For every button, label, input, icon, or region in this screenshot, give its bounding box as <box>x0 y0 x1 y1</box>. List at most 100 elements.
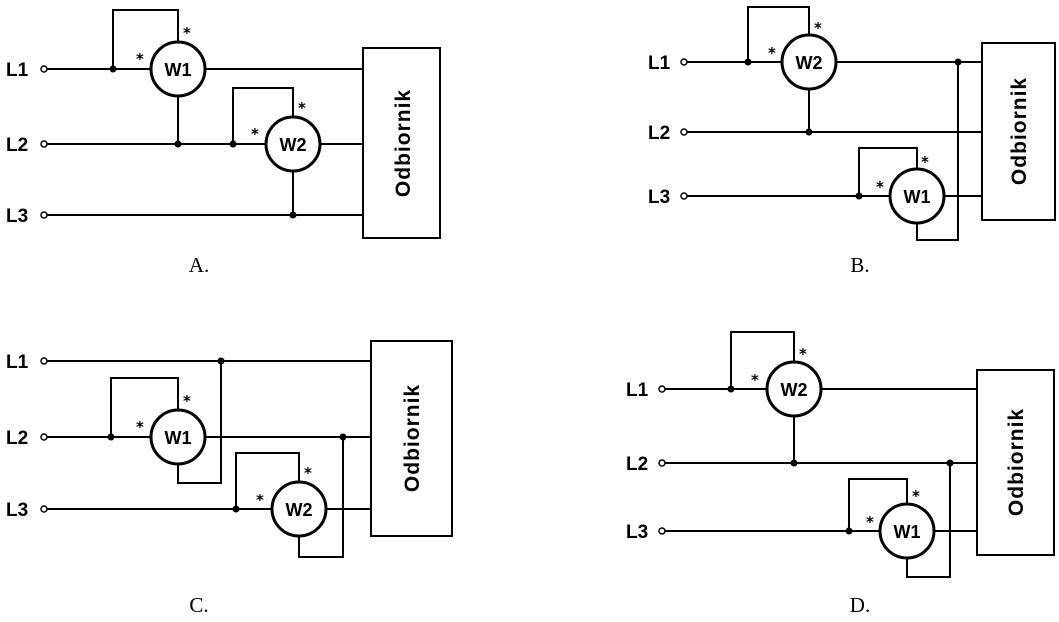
wattmeter-w2 <box>264 115 322 173</box>
load-label: Odbiornik <box>1008 77 1031 185</box>
wattmeter-w2-label: W2 <box>286 500 313 520</box>
wattmeter-w2 <box>765 360 823 418</box>
terminal <box>658 459 666 467</box>
polarity-mark: * <box>136 50 144 68</box>
polarity-mark: * <box>304 464 312 482</box>
wattmeter-w1-label: W1 <box>904 187 931 207</box>
wattmeter-w1 <box>878 502 936 560</box>
terminal <box>40 211 48 219</box>
panel-c: L1 L2 L3 W1 * * W2 * * Odbiornik C. <box>6 340 453 617</box>
line-label-l1: L1 <box>648 53 671 74</box>
panel-b: L1 L2 L3 W2 * * W1 * * Odbiornik B. <box>648 6 1056 277</box>
junction-dot <box>744 58 752 66</box>
line-label-l2: L2 <box>648 123 670 144</box>
load-label: Odbiornik <box>401 384 424 492</box>
terminal <box>40 357 48 365</box>
junction-dot <box>790 459 798 467</box>
voltage-loop-w1 <box>848 478 908 531</box>
line-label-l1: L1 <box>6 60 29 81</box>
polarity-mark: * <box>298 99 306 117</box>
load-box <box>370 340 453 537</box>
polarity-mark: * <box>799 345 807 363</box>
wattmeter-w1-label: W1 <box>165 60 192 80</box>
junction-dot <box>339 433 347 441</box>
caption-b: B. <box>850 253 869 277</box>
voltage-loop-w1 <box>110 377 179 437</box>
junction-dot <box>217 357 225 365</box>
polarity-mark: * <box>183 392 191 410</box>
wattmeter-w2-label: W2 <box>781 380 808 400</box>
terminal <box>680 192 688 200</box>
line-label-l2: L2 <box>6 428 28 449</box>
terminal <box>658 527 666 535</box>
terminal <box>40 65 48 73</box>
line-label-l3: L3 <box>648 187 670 208</box>
junction-dot <box>946 459 954 467</box>
junction-dot <box>805 128 813 136</box>
junction-dot <box>229 140 237 148</box>
line-label-l2: L2 <box>6 135 28 156</box>
terminal <box>680 128 688 136</box>
wattmeter-w1 <box>888 167 946 225</box>
junction-dot <box>845 527 853 535</box>
terminal <box>680 58 688 66</box>
line-label-l3: L3 <box>6 500 28 521</box>
voltage-loop-w2 <box>235 452 300 509</box>
terminal <box>40 433 48 441</box>
panel-d: L1 L2 L3 W2 * * W1 * * Odbiornik D. <box>626 331 1055 617</box>
terminal <box>40 140 48 148</box>
wattmeter-w2-label: W2 <box>280 135 307 155</box>
line-label-l2: L2 <box>626 454 648 475</box>
line-label-l3: L3 <box>626 522 648 543</box>
wattmeter-w2 <box>270 480 328 538</box>
load-label: Odbiornik <box>1005 408 1028 516</box>
voltage-return-w1 <box>916 62 959 241</box>
voltage-loop-w1 <box>112 9 179 69</box>
junction-dot <box>727 385 735 393</box>
load-box <box>362 47 441 239</box>
polarity-mark: * <box>136 418 144 436</box>
polarity-mark: * <box>183 24 191 42</box>
caption-a: A. <box>189 253 209 277</box>
polarity-mark: * <box>251 125 259 143</box>
junction-dot <box>109 65 117 73</box>
polarity-mark: * <box>866 513 874 531</box>
polarity-mark: * <box>912 487 920 505</box>
caption-c: C. <box>189 593 208 617</box>
polarity-mark: * <box>921 153 929 171</box>
polarity-mark: * <box>768 44 776 62</box>
wattmeter-w2 <box>780 33 838 91</box>
line-label-l1: L1 <box>626 380 649 401</box>
junction-dot <box>174 140 182 148</box>
voltage-loop-w2 <box>232 87 294 144</box>
polarity-mark: * <box>256 491 264 509</box>
voltage-return-w1 <box>177 361 222 484</box>
voltage-return-w2 <box>298 437 344 558</box>
polarity-mark: * <box>814 19 822 37</box>
junction-dot <box>855 192 863 200</box>
polarity-mark: * <box>751 371 759 389</box>
wattmeter-w1-label: W1 <box>894 522 921 542</box>
load-box <box>981 42 1056 221</box>
load-label: Odbiornik <box>392 89 415 197</box>
polarity-mark: * <box>876 178 884 196</box>
junction-dot <box>954 58 962 66</box>
panel-a: L1 L2 L3 W1 * * W2 * * Odbiornik A. <box>6 9 441 277</box>
junction-dot <box>232 505 240 513</box>
wattmeter-w1 <box>149 408 207 466</box>
wattmeter-w1 <box>149 40 207 98</box>
line-label-l3: L3 <box>6 206 28 227</box>
wattmeter-w1-label: W1 <box>165 428 192 448</box>
voltage-return-w1 <box>906 463 951 578</box>
terminal <box>658 385 666 393</box>
terminal <box>40 505 48 513</box>
voltage-loop-w2 <box>747 6 810 62</box>
line-label-l1: L1 <box>6 352 29 373</box>
wattmeter-w2-label: W2 <box>796 53 823 73</box>
junction-dot <box>107 433 115 441</box>
voltage-loop-w2 <box>730 331 795 389</box>
load-box <box>976 369 1055 556</box>
caption-d: D. <box>850 593 870 617</box>
